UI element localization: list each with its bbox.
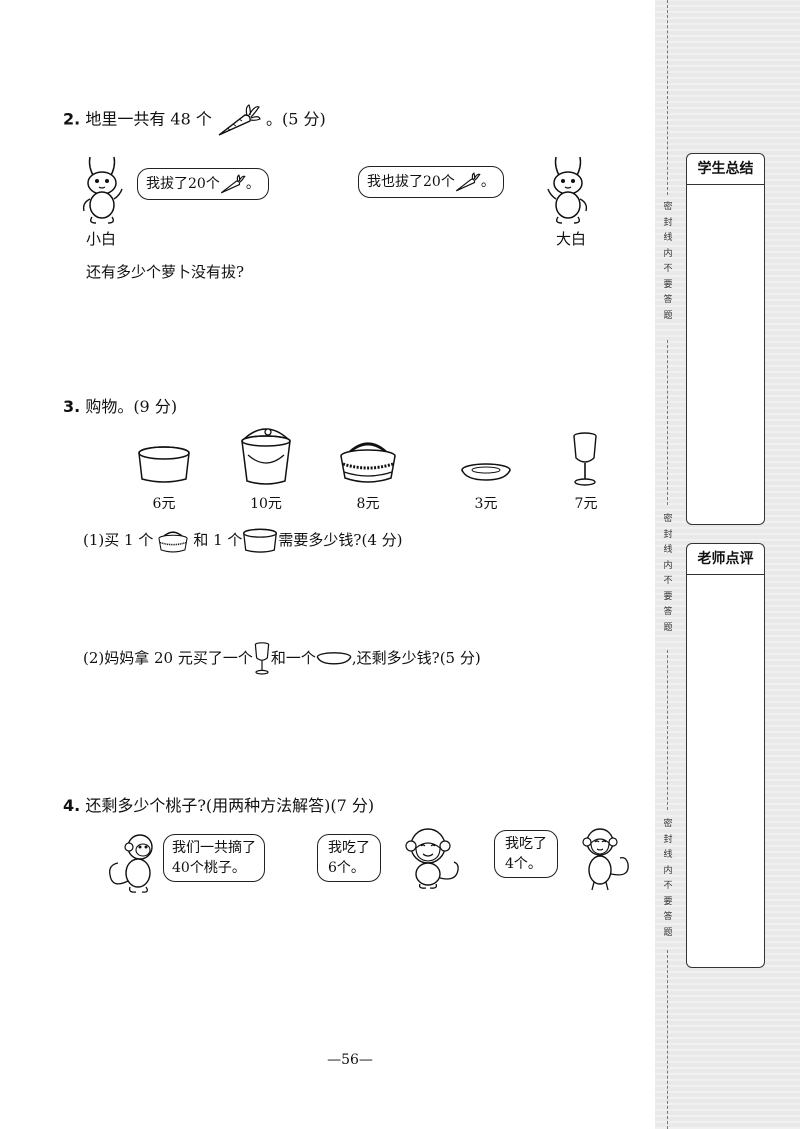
q3-title: 3. 购物。(9 分)	[63, 393, 177, 417]
q2-title-text: 地里一共有 48 个	[85, 109, 212, 129]
monkey-3-speech-line2: 4个。	[505, 856, 542, 872]
rabbit-xiaobai-name: 小白	[86, 230, 117, 248]
q2-number: 2.	[63, 109, 81, 129]
page-number: —56—	[327, 1052, 373, 1068]
seal-line	[667, 340, 668, 505]
dabai-speech-text: 我也拔了20个	[367, 174, 455, 190]
seal-notice: 密封 线内 不要 答题	[663, 202, 673, 321]
xiaobai-speech-text: 我拔了20个	[146, 176, 220, 192]
plate-icon	[316, 652, 352, 665]
carrot-icon	[218, 104, 261, 136]
q4-title-text: 还剩多少个桃子?(用两种方法解答)(7 分)	[85, 796, 375, 815]
q3-number: 3.	[63, 397, 81, 416]
q3-sub1-text-b: 和 1 个	[193, 531, 243, 549]
basket-price: 8元	[356, 496, 380, 512]
monkey-3-speech-bubble: 我吃了 4个。	[494, 830, 558, 878]
monkey-1-icon	[109, 834, 153, 893]
student-summary-box[interactable]: 学生总结	[686, 153, 765, 525]
q2-question: 还有多少个萝卜没有拔?	[86, 263, 245, 281]
bowl-icon	[243, 528, 278, 553]
basket-icon	[158, 531, 188, 553]
q3-sub2-text-c: ,还剩多少钱?(5 分)	[351, 649, 481, 667]
rabbit-dabai-name: 大白	[556, 230, 587, 248]
plate-icon	[461, 463, 511, 481]
seal-line	[667, 0, 668, 195]
goblet-icon	[254, 642, 270, 675]
carrot-icon	[455, 172, 481, 192]
goblet-icon	[573, 432, 597, 486]
q3-sub2-text-b: 和一个	[270, 649, 316, 667]
xiaobai-speech-bubble: 我拔了20个 。	[137, 168, 269, 200]
monkey-2-speech-bubble: 我吃了 6个。	[317, 834, 381, 882]
q3-sub1: (1)买 1 个 和 1 个 需要多少钱?(4 分)	[83, 526, 402, 554]
carrot-icon	[220, 174, 246, 194]
monkey-1-speech-line1: 我们一共摘了	[172, 840, 256, 856]
monkey-3-icon	[582, 828, 629, 891]
xiaobai-speech-end: 。	[245, 176, 260, 192]
bucket-icon	[241, 428, 291, 485]
q4-number: 4.	[63, 796, 81, 815]
teacher-comment-title: 老师点评	[687, 544, 764, 575]
q3-sub1-text-c: 需要多少钱?(4 分)	[278, 531, 403, 549]
rabbit-dabai-icon	[547, 156, 588, 224]
monkey-1-speech-line2: 40个桃子。	[172, 860, 246, 876]
monkey-1-speech-bubble: 我们一共摘了 40个桃子。	[163, 834, 265, 882]
bowl-icon	[138, 446, 190, 483]
bowl-price: 6元	[152, 496, 176, 512]
rabbit-xiaobai-icon	[82, 156, 123, 224]
bucket-price: 10元	[250, 496, 282, 512]
student-summary-title: 学生总结	[687, 154, 764, 185]
seal-notice: 密封 线内 不要 答题	[663, 819, 673, 938]
monkey-2-speech-line2: 6个。	[328, 860, 365, 876]
seal-line	[667, 650, 668, 810]
dabai-speech-bubble: 我也拔了20个 。	[358, 166, 504, 198]
teacher-comment-box[interactable]: 老师点评	[686, 543, 765, 968]
q3-sub1-text-a: (1)买 1 个	[83, 531, 154, 549]
q3-sub2-text-a: (2)妈妈拿 20 元买了一个	[83, 649, 253, 667]
q2-title-end: 。(5 分)	[266, 109, 326, 129]
dabai-speech-end: 。	[480, 174, 495, 190]
plate-price: 3元	[474, 496, 498, 512]
q2-title: 2. 地里一共有 48 个 。(5 分)	[63, 103, 326, 136]
monkey-2-icon	[405, 828, 459, 889]
q4-title: 4. 还剩多少个桃子?(用两种方法解答)(7 分)	[63, 792, 374, 816]
seal-notice: 密封 线内 不要 答题	[663, 514, 673, 633]
monkey-3-speech-line1: 我吃了	[505, 836, 547, 852]
seal-line	[667, 950, 668, 1129]
q3-sub2: (2)妈妈拿 20 元买了一个 和一个 ,还剩多少钱?(5 分)	[83, 640, 481, 676]
q3-title-text: 购物。(9 分)	[85, 397, 178, 416]
basket-icon	[340, 442, 396, 483]
monkey-2-speech-line1: 我吃了	[328, 840, 370, 856]
goblet-price: 7元	[574, 496, 598, 512]
